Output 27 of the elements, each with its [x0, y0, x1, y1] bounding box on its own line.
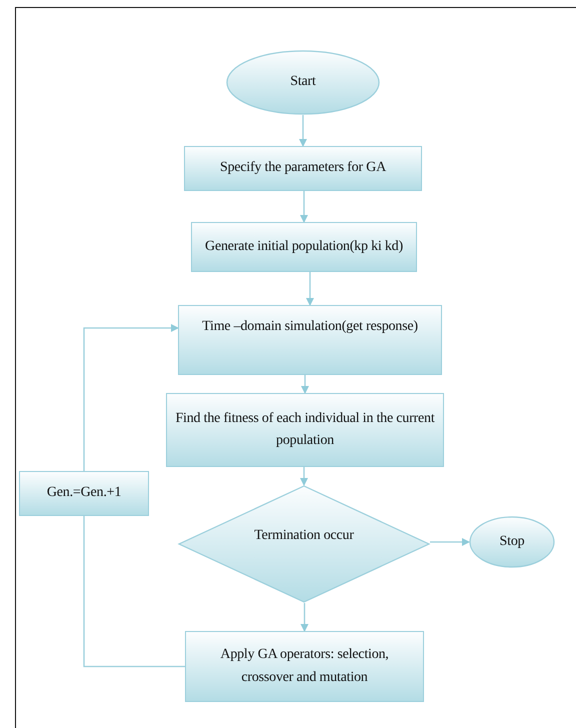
arrow	[83, 324, 179, 471]
terminal-ellipse	[469, 516, 555, 568]
node-text: Apply GA operators: selection, crossover and mutation	[219, 646, 390, 686]
decision-diamond	[178, 485, 430, 603]
connector-line	[83, 516, 185, 668]
process-box	[19, 471, 149, 516]
terminal-ellipse	[226, 50, 380, 115]
arrow	[301, 375, 309, 394]
node-text: Find the fitness of each individual in the current population	[174, 410, 436, 450]
process-box	[178, 305, 442, 375]
node-text: Termination occur	[253, 526, 355, 545]
arrow	[299, 115, 307, 147]
arrow	[300, 191, 308, 223]
node-text: Gen.=Gen.+1	[46, 484, 122, 502]
arrow	[300, 467, 308, 486]
arrow	[300, 603, 308, 632]
node-text: Time –domain simulation(get response)	[201, 318, 419, 336]
node-text: Start	[289, 73, 317, 92]
process-box	[191, 222, 417, 272]
process-box	[184, 146, 422, 191]
arrow	[306, 272, 314, 306]
process-box	[166, 393, 444, 467]
process-box	[185, 631, 424, 702]
arrow	[430, 538, 470, 546]
node-text: Specify the parameters for GA	[218, 159, 388, 178]
node-text: Stop	[498, 532, 526, 551]
node-text: Generate initial population(kp ki kd)	[204, 238, 404, 256]
